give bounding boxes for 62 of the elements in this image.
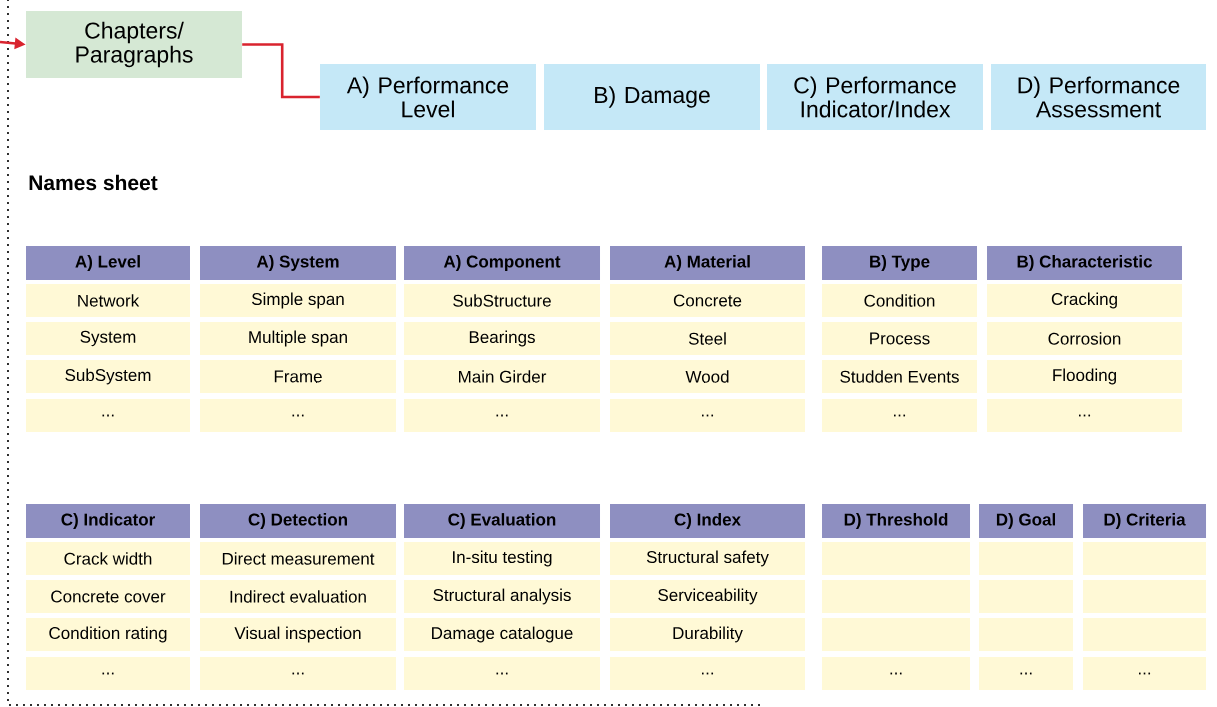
table-cell: Concrete cover xyxy=(26,580,190,613)
column-header: D) Threshold xyxy=(822,504,970,538)
column-header: A) Material xyxy=(610,246,805,280)
section-box: A) Performance Level xyxy=(320,64,536,130)
table-cell: Multiple span xyxy=(200,322,396,355)
table-cell: Condition rating xyxy=(26,618,190,651)
table-cell: ... xyxy=(610,657,805,690)
table-cell: SubSystem xyxy=(26,360,190,393)
table-cell: Structural safety xyxy=(610,542,805,575)
table-cell: Durability xyxy=(610,618,805,651)
table-cell: ... xyxy=(200,657,396,690)
column-header: C) Evaluation xyxy=(404,504,600,538)
table-cell: Bearings xyxy=(404,322,600,355)
table-cell: Cracking xyxy=(987,284,1182,317)
section-box: C) Performance Indicator/Index xyxy=(767,64,983,130)
table-cell: Main Girder xyxy=(404,360,600,393)
table-cell: Direct measurement xyxy=(200,542,396,575)
table-cell: Crack width xyxy=(26,542,190,575)
section-box: Chapters/ Paragraphs xyxy=(26,11,242,78)
table-cell: SubStructure xyxy=(404,284,600,317)
table-cell: ... xyxy=(822,399,977,432)
table-cell: ... xyxy=(404,657,600,690)
table-cell: ... xyxy=(822,657,970,690)
section-box: B) Damage xyxy=(544,64,760,130)
column-header: C) Index xyxy=(610,504,805,538)
table-cell: System xyxy=(26,322,190,355)
table-cell: In-situ testing xyxy=(404,542,600,575)
table-cell: Wood xyxy=(610,360,805,393)
section-heading: Names sheet xyxy=(29,174,158,191)
table-cell: Concrete xyxy=(610,284,805,317)
table-cell: Network xyxy=(26,284,190,317)
table-cell: ... xyxy=(26,657,190,690)
table-cell: Indirect evaluation xyxy=(200,580,396,613)
table-cell: Corrosion xyxy=(987,322,1182,355)
section-box: D) Performance Assessment xyxy=(991,64,1206,130)
table-cell: Steel xyxy=(610,322,805,355)
column-header: A) Level xyxy=(26,246,190,280)
table-cell: Visual inspection xyxy=(200,618,396,651)
column-header: D) Goal xyxy=(979,504,1073,538)
table-cell: Damage catalogue xyxy=(404,618,600,651)
table-cell: Frame xyxy=(200,360,396,393)
column-header: A) System xyxy=(200,246,396,280)
table-cell: ... xyxy=(404,399,600,432)
column-header: B) Type xyxy=(822,246,977,280)
table-cell: ... xyxy=(200,399,396,432)
column-header: C) Detection xyxy=(200,504,396,538)
table-cell: Serviceability xyxy=(610,580,805,613)
table-cell: Structural analysis xyxy=(404,580,600,613)
table-cell: Flooding xyxy=(987,360,1182,393)
table-cell: Studden Events xyxy=(822,360,977,393)
table-cell: Condition xyxy=(822,284,977,317)
column-header: D) Criteria xyxy=(1083,504,1206,538)
table-cell: ... xyxy=(1083,657,1206,690)
table-cell: ... xyxy=(979,657,1073,690)
table-cell: Simple span xyxy=(200,284,396,317)
column-header: C) Indicator xyxy=(26,504,190,538)
table-cell: ... xyxy=(987,399,1182,432)
table-cell: ... xyxy=(610,399,805,432)
column-header: A) Component xyxy=(404,246,600,280)
column-header: B) Characteristic xyxy=(987,246,1182,280)
table-cell: ... xyxy=(26,399,190,432)
table-cell: Process xyxy=(822,322,977,355)
